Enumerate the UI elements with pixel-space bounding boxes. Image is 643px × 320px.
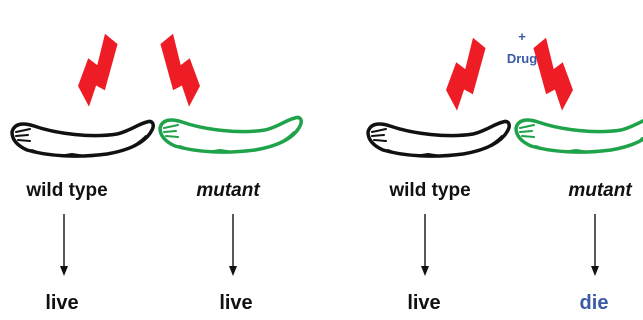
mutant-label: mutant [568, 180, 631, 202]
arrow-wild-type-2 [421, 214, 429, 276]
lightning-bolt-icon [152, 32, 206, 108]
arrow-mutant-2 [591, 214, 599, 276]
wild-type-label: wild type [389, 180, 470, 202]
mutant-larva-icon [516, 117, 643, 152]
wild-type-larva-icon [368, 121, 509, 156]
wild-type-outcome: live [45, 292, 78, 315]
drug-label: Drug [507, 48, 537, 70]
mutant-outcome: live [219, 292, 252, 315]
mutant-larva-icon [160, 117, 301, 152]
mutant-outcome: die [580, 292, 609, 315]
arrow-wild-type-1 [60, 214, 68, 276]
arrow-mutant-1 [229, 214, 237, 276]
drug-annotation: + Drug [507, 26, 537, 70]
lightning-bolt-icon [439, 36, 493, 112]
mutant-label: mutant [196, 180, 259, 202]
drug-plus: + [507, 26, 537, 48]
wild-type-outcome: live [407, 292, 440, 315]
lightning-bolt-icon [71, 32, 125, 108]
wild-type-label: wild type [26, 180, 107, 202]
wild-type-larva-icon [12, 121, 153, 156]
